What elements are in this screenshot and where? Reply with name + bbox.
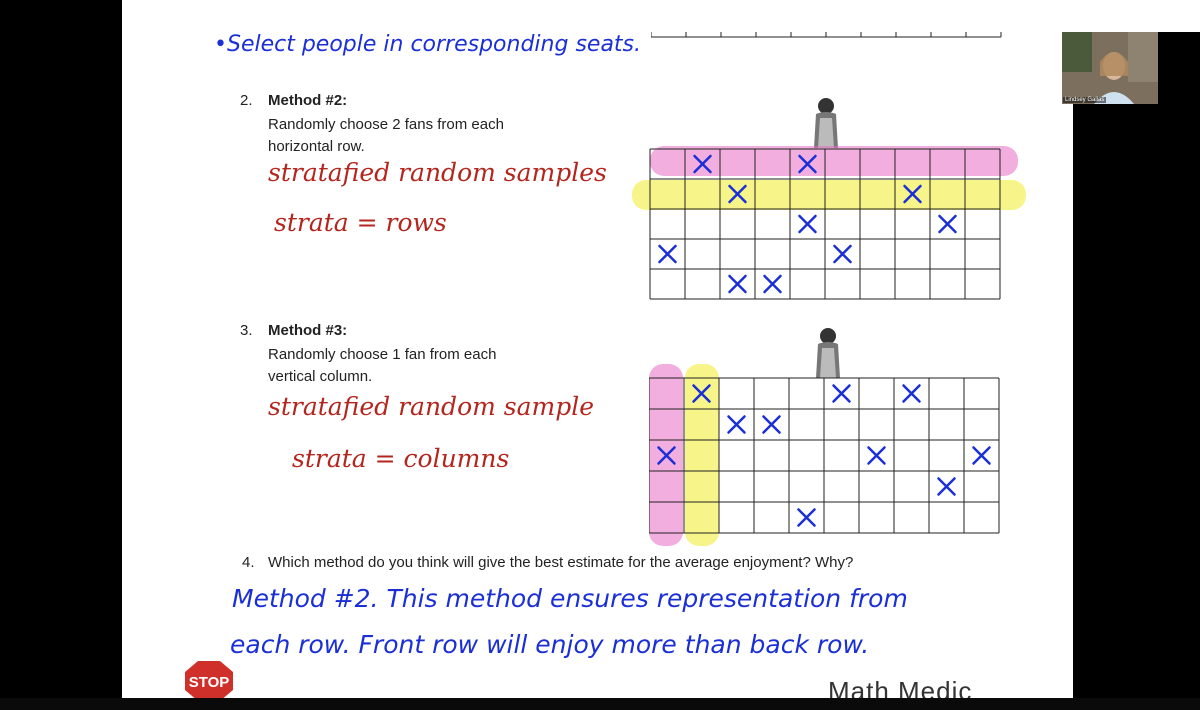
selected-seat-mark: [797, 508, 816, 527]
selected-seat-mark: [867, 446, 886, 465]
right-letterbox: [1073, 32, 1200, 710]
selected-seat-mark: [833, 244, 852, 264]
method3-desc-line2: vertical column.: [268, 368, 373, 385]
stop-sign-icon: STOP: [184, 660, 234, 702]
singer-figure-icon: [810, 96, 846, 153]
selected-seat-mark: [728, 274, 747, 294]
singer-figure-icon: [812, 326, 848, 383]
top-margin: [0, 0, 1200, 32]
grid-top-partial: [651, 32, 1003, 45]
method2-number: 2.: [240, 92, 253, 109]
selected-seat-mark: [763, 274, 782, 294]
selected-seat-mark: [692, 384, 711, 403]
selected-seat-mark: [798, 154, 817, 174]
seating-grid-method2: [630, 144, 1030, 304]
method2-desc-line2: horizontal row.: [268, 138, 365, 155]
header-note: •Select people in corresponding seats.: [214, 32, 642, 57]
method2-note-line1: stratafied random samples: [268, 158, 607, 187]
selected-seat-mark: [972, 446, 991, 465]
worksheet-page: •Select people in corresponding seats. 2…: [122, 32, 1073, 698]
webcam-thumbnail[interactable]: Lindsey Gallas: [1062, 32, 1158, 104]
method2-title: Method #2:: [268, 92, 348, 109]
selected-seat-mark: [693, 154, 712, 174]
question4-text: Which method do you think will give the …: [268, 554, 854, 571]
selected-seat-mark: [937, 477, 956, 496]
seating-grid-method3: [649, 364, 1009, 548]
selected-seat-mark: [657, 446, 676, 465]
method2-desc-line1: Randomly choose 2 fans from each: [268, 116, 504, 133]
stop-label: STOP: [189, 674, 230, 691]
method3-note-line2: strata = columns: [292, 444, 510, 473]
selected-seat-mark: [727, 415, 746, 434]
selected-seat-mark: [938, 214, 957, 234]
method3-desc-line1: Randomly choose 1 fan from each: [268, 346, 497, 363]
selected-seat-mark: [762, 415, 781, 434]
selected-seat-mark: [903, 184, 922, 204]
method3-number: 3.: [240, 322, 253, 339]
presenter-video-icon: [1062, 32, 1158, 104]
answer-line1: Method #2. This method ensures represent…: [232, 584, 908, 613]
selected-seat-mark: [902, 384, 921, 403]
method3-title: Method #3:: [268, 322, 348, 339]
selected-seat-mark: [728, 184, 747, 204]
bottom-letterbox: [0, 698, 1200, 710]
row-highlight-pink: [650, 146, 1018, 176]
left-letterbox: [0, 0, 122, 710]
method2-note-line2: strata = rows: [274, 208, 447, 237]
selected-seat-mark: [798, 214, 817, 234]
selected-seat-mark: [832, 384, 851, 403]
webcam-name-label: Lindsey Gallas: [1063, 97, 1107, 103]
selected-seat-mark: [658, 244, 677, 264]
row-highlight-yellow: [632, 180, 1026, 210]
method3-note-line1: stratafied random sample: [268, 392, 595, 421]
question4-number: 4.: [242, 554, 255, 571]
answer-line2: each row. Front row will enjoy more than…: [230, 630, 870, 659]
